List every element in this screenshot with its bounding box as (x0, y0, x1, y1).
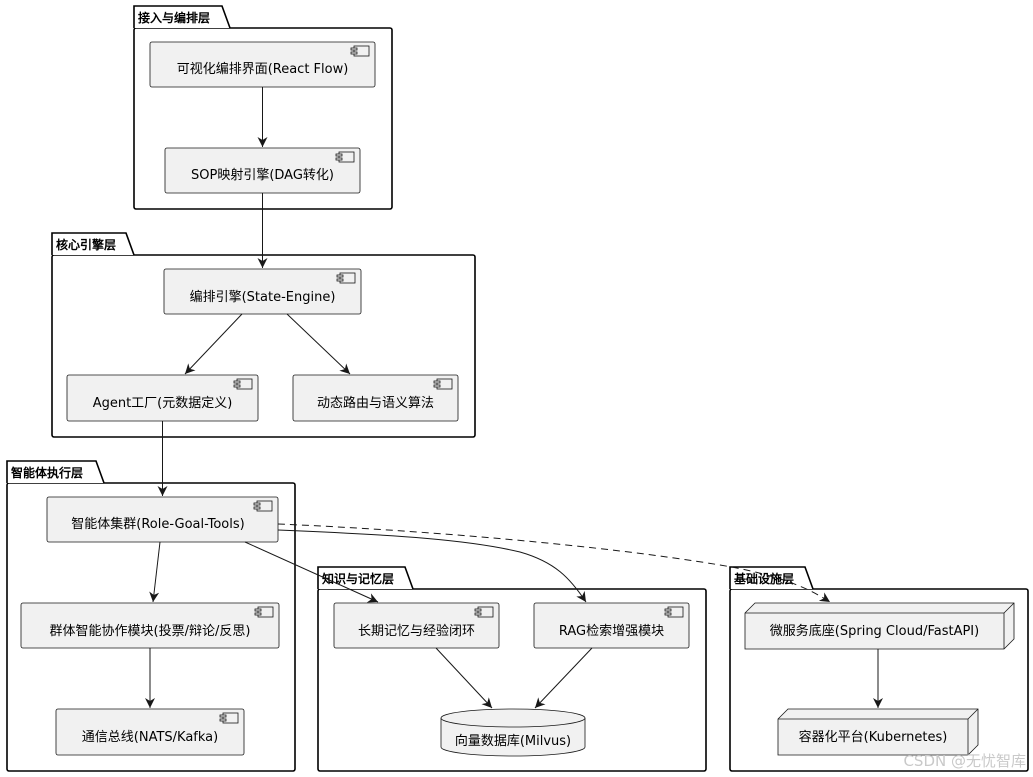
package-title: 智能体执行层 (10, 465, 83, 480)
component-dynamic-routing[interactable]: 动态路由与语义算法 (292, 374, 459, 422)
edge-orchestration-to-routing (286, 313, 351, 375)
component-swarm-collaboration[interactable]: 群体智能协作模块(投票/辩论/反思) (20, 602, 280, 649)
component-rag-module[interactable]: RAG检索增强模块 (533, 602, 690, 649)
edges (145, 87, 883, 709)
database-vector-db[interactable]: 向量数据库(Milvus) (440, 708, 586, 757)
component-visual-orchestration-ui[interactable]: 可视化编排界面(React Flow) (149, 41, 376, 88)
edge-cluster-to-microservice (277, 523, 831, 603)
package-title: 接入与编排层 (138, 10, 210, 25)
component-label: 可视化编排界面(React Flow) (177, 62, 349, 77)
package-title: 知识与记忆层 (321, 571, 394, 586)
edge-orchestration-to-agent-factory (184, 313, 243, 375)
component-icon (433, 378, 453, 390)
component-label: 通信总线(NATS/Kafka) (82, 730, 218, 745)
component-label: Agent工厂(元数据定义) (93, 396, 233, 411)
component-icon (664, 606, 684, 618)
node-label: 容器化平台(Kubernetes) (799, 729, 948, 745)
component-agent-cluster[interactable]: 智能体集群(Role-Goal-Tools) (46, 496, 279, 543)
component-icon (474, 606, 494, 618)
component-label: 智能体集群(Role-Goal-Tools) (71, 516, 244, 532)
edge-rag-to-db (534, 647, 593, 709)
component-icon (219, 712, 239, 724)
node-label: 微服务底座(Spring Cloud/FastAPI) (770, 623, 979, 639)
edge-memory-to-db (435, 647, 493, 709)
database-label: 向量数据库(Milvus) (455, 733, 571, 749)
component-label: SOP映射引擎(DAG转化) (191, 167, 334, 183)
node-container-platform[interactable]: 容器化平台(Kubernetes) (777, 708, 979, 756)
component-communication-bus[interactable]: 通信总线(NATS/Kafka) (55, 708, 245, 756)
component-label: RAG检索增强模块 (559, 624, 664, 639)
component-sop-mapping-engine[interactable]: SOP映射引擎(DAG转化) (164, 147, 361, 194)
component-icon (233, 378, 253, 390)
watermark-text: CSDN @无忧智库 (903, 752, 1026, 770)
component-long-term-memory[interactable]: 长期记忆与经验闭环 (333, 602, 500, 649)
component-icon (254, 606, 274, 618)
component-icon (350, 45, 370, 57)
component-label: 群体智能协作模块(投票/辩论/反思) (50, 623, 251, 639)
component-label: 编排引擎(State-Engine) (190, 290, 336, 305)
component-orchestration-engine[interactable]: 编排引擎(State-Engine) (163, 268, 362, 315)
edge-cluster-to-memory (244, 541, 379, 603)
package-title: 基础设施层 (733, 571, 794, 586)
package-title: 核心引擎层 (56, 237, 116, 252)
component-agent-factory[interactable]: Agent工厂(元数据定义) (66, 374, 259, 422)
component-icon (335, 151, 355, 163)
edge-cluster-to-swarm (149, 541, 161, 603)
node-microservice-platform[interactable]: 微服务底座(Spring Cloud/FastAPI) (744, 602, 1015, 650)
edge-cluster-to-rag (277, 529, 587, 603)
component-label: 动态路由与语义算法 (317, 395, 434, 411)
component-icon (336, 272, 356, 284)
component-icon (253, 500, 273, 512)
component-label: 长期记忆与经验闭环 (358, 623, 475, 639)
